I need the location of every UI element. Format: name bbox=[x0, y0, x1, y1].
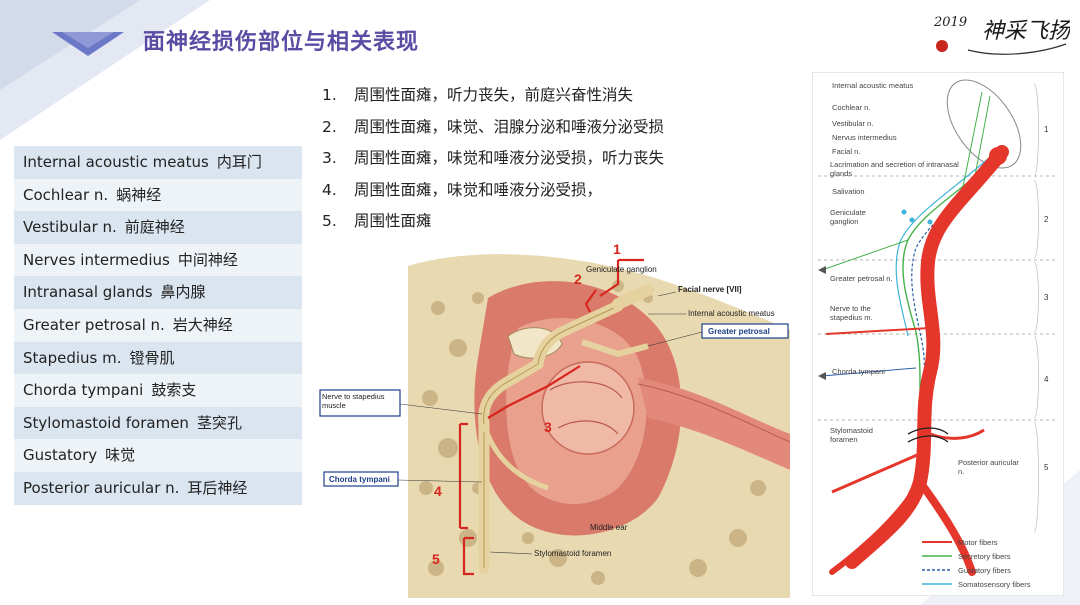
lesion-list: 1. 周围性面瘫，听力丧失，前庭兴奋性消失 2. 周围性面瘫，味觉、泪腺分泌和唾液分泌… bbox=[322, 80, 664, 238]
facial-nerve-schematic: 1 2 3 4 5 Internal acoustic meatus Cochl… bbox=[812, 72, 1064, 596]
level-4: 4 bbox=[1044, 375, 1049, 384]
glossary-term-en: Posterior auricular n. bbox=[23, 478, 180, 497]
level-1: 1 bbox=[1044, 125, 1049, 134]
legend-motor: Motor fibers bbox=[958, 538, 998, 547]
glossary-term-en: Stylomastoid foramen bbox=[23, 413, 189, 432]
label-middle-ear: Middle ear bbox=[590, 523, 628, 532]
glossary-term-zh: 岩大神经 bbox=[172, 315, 233, 334]
level-5: 5 bbox=[1044, 463, 1049, 472]
lesion-number: 5. bbox=[322, 212, 337, 230]
rlabel-stapedius: Nerve to the stapedius m. bbox=[830, 304, 873, 322]
glossary-term-zh: 前庭神经 bbox=[124, 218, 185, 237]
lesion-number: 1. bbox=[322, 86, 337, 104]
rlabel-intermedius: Nervus intermedius bbox=[832, 133, 897, 142]
label-geniculate: Geniculate ganglion bbox=[586, 265, 657, 274]
glossary-row: Nerves intermedius 中间神经 bbox=[14, 243, 302, 277]
lesion-item: 4. 周围性面瘫，味觉和唾液分泌受损， bbox=[322, 175, 664, 207]
logo-mark: 神采飞扬 bbox=[982, 19, 1070, 44]
glossary-term-en: Gustatory bbox=[23, 446, 98, 465]
glossary-term-zh: 味觉 bbox=[105, 446, 136, 465]
lesion-text: 周围性面瘫，味觉和唾液分泌受损，听力丧失 bbox=[354, 149, 665, 167]
glossary-term-en: Greater petrosal n. bbox=[23, 315, 165, 334]
glossary-row: Posterior auricular n. 耳后神经 bbox=[14, 471, 302, 505]
marker-2: 2 bbox=[574, 271, 582, 287]
label-chorda: Chorda tympani bbox=[329, 475, 390, 484]
label-iam: Internal acoustic meatus bbox=[688, 309, 775, 318]
lesion-item: 3. 周围性面瘫，味觉和唾液分泌受损，听力丧失 bbox=[322, 143, 664, 175]
glossary-row: Stylomastoid foramen 茎突孔 bbox=[14, 406, 302, 440]
marker-3: 3 bbox=[544, 419, 552, 435]
glossary-row: Internal acoustic meatus 内耳门 bbox=[14, 146, 302, 179]
marker-5: 5 bbox=[432, 551, 440, 567]
logo-year: 2019 bbox=[933, 15, 967, 30]
glossary-term-zh: 鼓索支 bbox=[151, 381, 197, 400]
glossary-term-en: Vestibular n. bbox=[23, 218, 117, 237]
rlabel-cochlear: Cochlear n. bbox=[832, 103, 870, 112]
lesion-text: 周围性面瘫，听力丧失，前庭兴奋性消失 bbox=[354, 86, 634, 104]
glossary-term-en: Chorda tympani bbox=[23, 381, 144, 400]
legend-gustatory: Gustatory fibers bbox=[958, 566, 1011, 575]
lesion-text: 周围性面瘫 bbox=[354, 212, 432, 230]
lesion-item: 2. 周围性面瘫，味觉、泪腺分泌和唾液分泌受损 bbox=[322, 112, 664, 144]
lesion-item: 1. 周围性面瘫，听力丧失，前庭兴奋性消失 bbox=[322, 80, 664, 112]
lesion-item: 5. 周围性面瘫 bbox=[322, 206, 664, 238]
label-greater-petrosal: Greater petrosal bbox=[708, 327, 770, 336]
rlabel-facial: Facial n. bbox=[832, 147, 860, 156]
marker-1: 1 bbox=[613, 241, 621, 257]
rlabel-posterior-auricular: Posterior auricular n. bbox=[958, 458, 1019, 476]
glossary-row: Gustatory 味觉 bbox=[14, 439, 302, 472]
glossary-row: Vestibular n. 前庭神经 bbox=[14, 211, 302, 244]
legend-somatosensory: Somatosensory fibers bbox=[958, 580, 1031, 589]
rlabel-greater-petrosal: Greater petrosal n. bbox=[830, 274, 893, 283]
glossary-term-zh: 茎突孔 bbox=[196, 413, 242, 432]
title-triangle-icon bbox=[52, 32, 124, 56]
glossary-term-en: Intranasal glands bbox=[23, 283, 153, 302]
logo: 2019 神采飞扬 bbox=[933, 15, 1070, 55]
glossary-row: Intranasal glands 鼻内腺 bbox=[14, 276, 302, 309]
glossary-term-zh: 鼻内腺 bbox=[160, 283, 206, 302]
rlabel-lacrimation: Lacrimation and secretion of intranasal … bbox=[830, 160, 959, 178]
glossary-row: Stapedius m. 镫骨肌 bbox=[14, 341, 302, 375]
label-facial-nerve: Facial nerve [VII] bbox=[678, 285, 742, 294]
rlabel-salivation: Salivation bbox=[832, 187, 865, 196]
rlabel-stylomastoid: Stylomastoid foramen bbox=[830, 426, 873, 444]
glossary-term-zh: 镫骨肌 bbox=[129, 348, 175, 367]
glossary-row: Greater petrosal n. 岩大神经 bbox=[14, 308, 302, 342]
rlabel-geniculate: Geniculate ganglion bbox=[830, 208, 866, 226]
label-nerve-stapedius: Nerve to stapedius muscle bbox=[322, 392, 385, 410]
temporal-bone-figure: 1 2 3 4 5 Geniculate ganglion Facial ner… bbox=[318, 238, 790, 598]
level-3: 3 bbox=[1044, 293, 1049, 302]
lesion-number: 4. bbox=[322, 180, 337, 199]
lesion-text: 周围性面瘫，味觉、泪腺分泌和唾液分泌受损 bbox=[354, 117, 665, 136]
page-title: 面神经损伤部位与相关表现 bbox=[143, 30, 420, 55]
glossary-term-en: Nerves intermedius bbox=[23, 250, 170, 269]
lesion-number: 2. bbox=[322, 117, 337, 136]
rlabel-iam: Internal acoustic meatus bbox=[832, 81, 914, 90]
legend-secretory: Secretory fibers bbox=[958, 552, 1011, 561]
glossary-term-en: Stapedius m. bbox=[23, 348, 122, 367]
glossary-term-zh: 蜗神经 bbox=[116, 185, 162, 204]
rlabel-vestibular: Vestibular n. bbox=[832, 119, 873, 128]
label-stylomastoid: Stylomastoid foramen bbox=[534, 549, 611, 558]
glossary-term-zh: 中间神经 bbox=[177, 250, 238, 269]
marker-4: 4 bbox=[434, 483, 442, 499]
glossary-term-zh: 耳后神经 bbox=[187, 478, 248, 497]
level-2: 2 bbox=[1044, 215, 1049, 224]
glossary-row: Cochlear n. 蜗神经 bbox=[14, 178, 302, 212]
glossary-table: Internal acoustic meatus 内耳门 Cochlear n. 蜗神… bbox=[14, 146, 302, 505]
glossary-term-en: Internal acoustic meatus bbox=[23, 153, 209, 171]
glossary-term-zh: 内耳门 bbox=[216, 153, 262, 171]
lesion-number: 3. bbox=[322, 149, 337, 167]
rlabel-chorda: Chorda tympani bbox=[832, 367, 885, 376]
lesion-text: 周围性面瘫，味觉和唾液分泌受损， bbox=[354, 180, 603, 199]
glossary-term-en: Cochlear n. bbox=[23, 185, 109, 204]
glossary-row: Chorda tympani 鼓索支 bbox=[14, 374, 302, 407]
